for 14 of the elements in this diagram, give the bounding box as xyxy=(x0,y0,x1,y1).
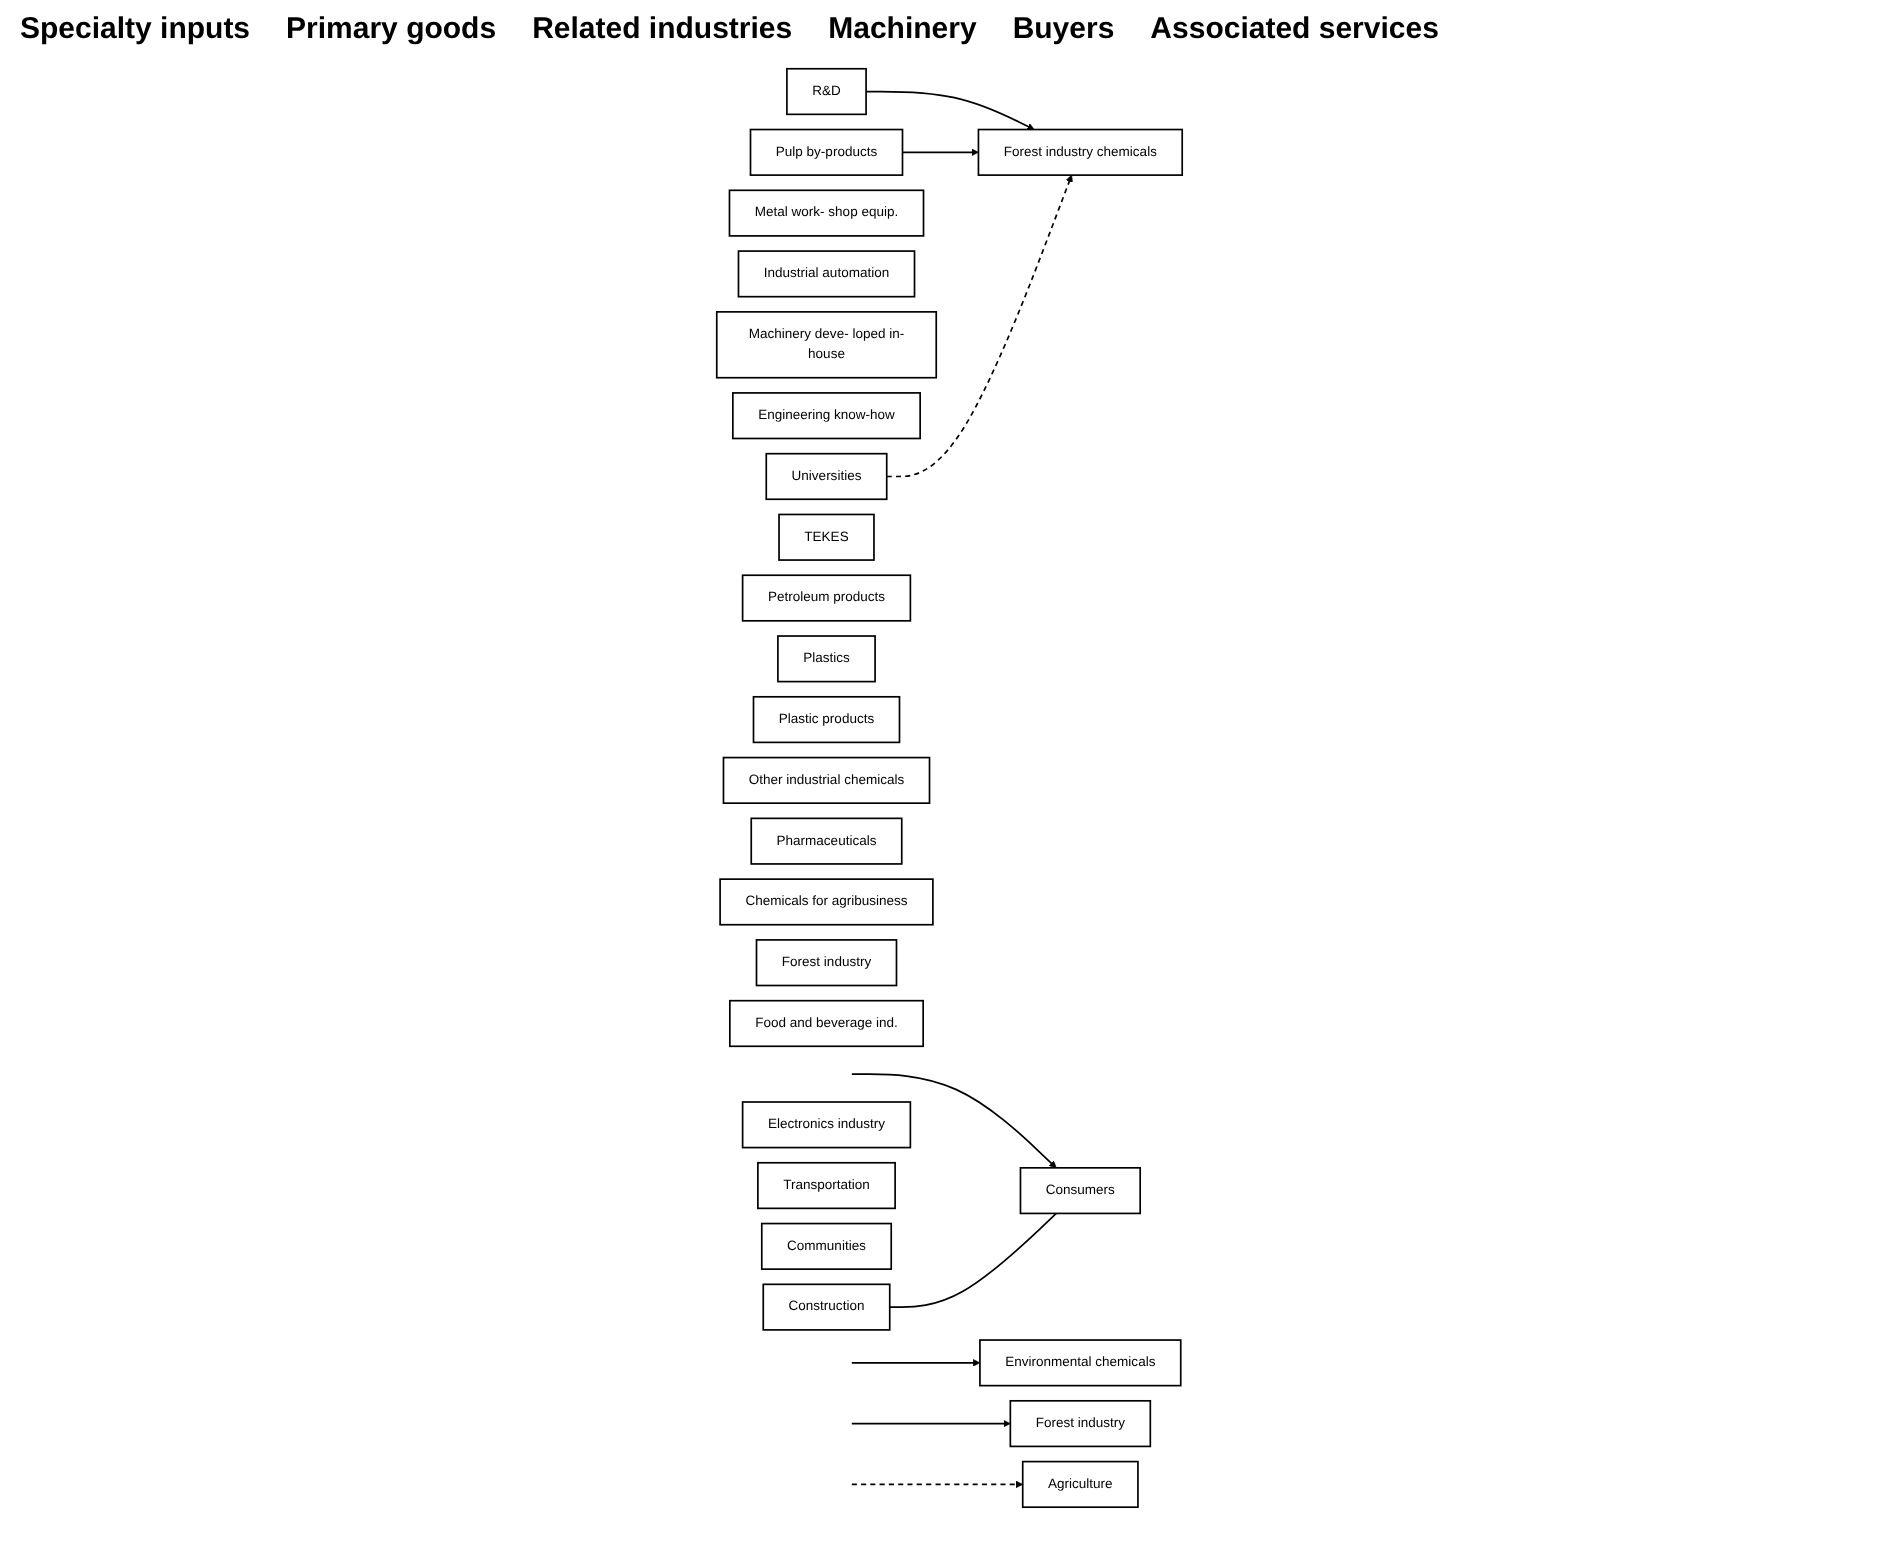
arrow xyxy=(850,1073,1057,1169)
column-heading: Specialty inputs xyxy=(20,12,251,46)
arrow xyxy=(864,90,1035,130)
column-heading: Primary goods xyxy=(286,12,497,46)
arrow xyxy=(901,148,979,157)
arrow xyxy=(850,1419,1011,1428)
arrow xyxy=(885,174,1073,478)
column-heading: Buyers xyxy=(1012,12,1115,46)
column-heading: Machinery xyxy=(828,12,977,46)
arrow xyxy=(850,1480,1023,1489)
connector xyxy=(888,1212,1057,1308)
column-heading: Associated services xyxy=(1150,12,1439,46)
arrow xyxy=(850,1359,980,1367)
column-heading: Related industries xyxy=(532,12,793,46)
